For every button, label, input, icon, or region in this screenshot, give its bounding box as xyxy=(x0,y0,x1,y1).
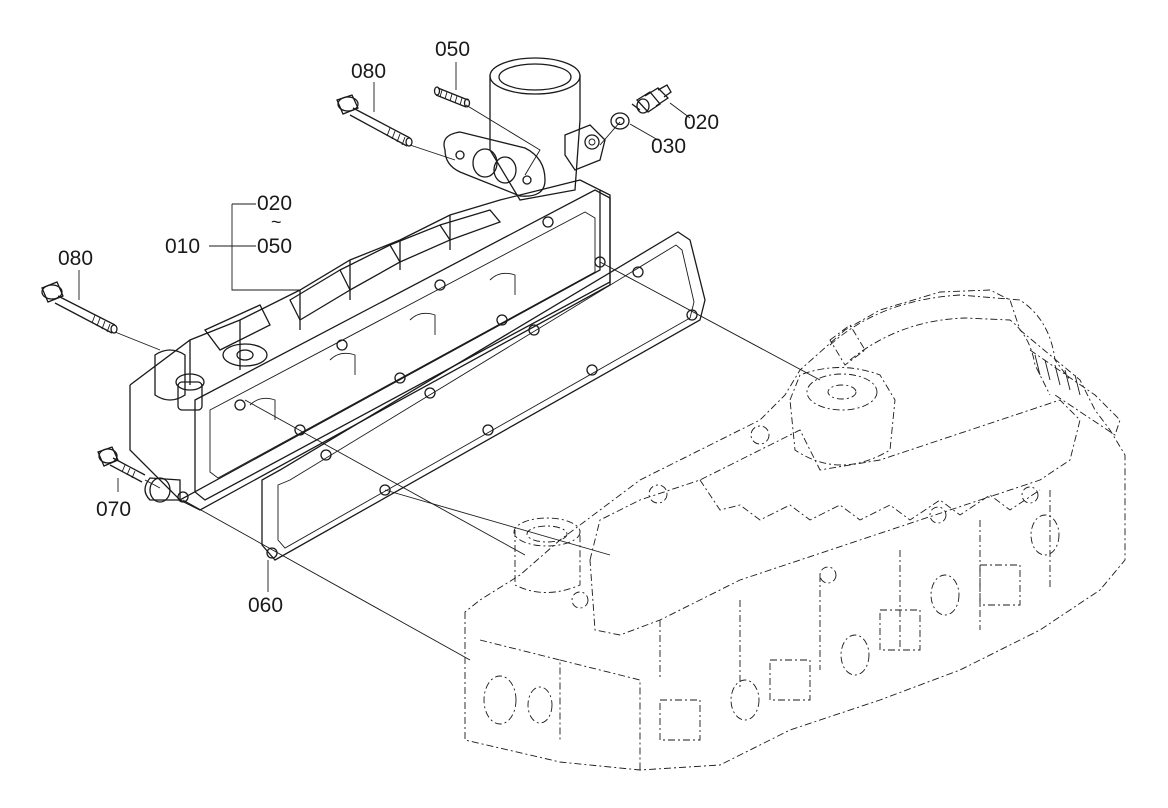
washer-030 xyxy=(610,112,630,130)
bolt-080-lower xyxy=(41,281,118,334)
part-label-070-bolt: 070 xyxy=(96,498,132,521)
part-label-080-lower: 080 xyxy=(58,247,94,270)
part-label-060-gasket: 060 xyxy=(248,594,284,617)
stud-050 xyxy=(433,86,471,108)
bolt-070 xyxy=(97,446,146,483)
leader-lines xyxy=(78,62,821,661)
part-label-020-range-start: 020 xyxy=(257,192,293,215)
manifold-gasket xyxy=(261,231,706,561)
part-label-020-sensor: 020 xyxy=(684,111,720,134)
part-label-080-upper: 080 xyxy=(351,60,387,83)
part-label-050-stud: 050 xyxy=(435,38,471,61)
sensor-020 xyxy=(631,84,672,114)
bolt-080-upper xyxy=(336,94,413,147)
cylinder-head xyxy=(464,289,1126,771)
part-label-050-range-end: 050 xyxy=(257,235,293,258)
range-tilde: ~ xyxy=(271,212,282,232)
part-label-030-washer: 030 xyxy=(651,135,687,158)
part-label-010-manifold: 010 xyxy=(165,235,201,258)
